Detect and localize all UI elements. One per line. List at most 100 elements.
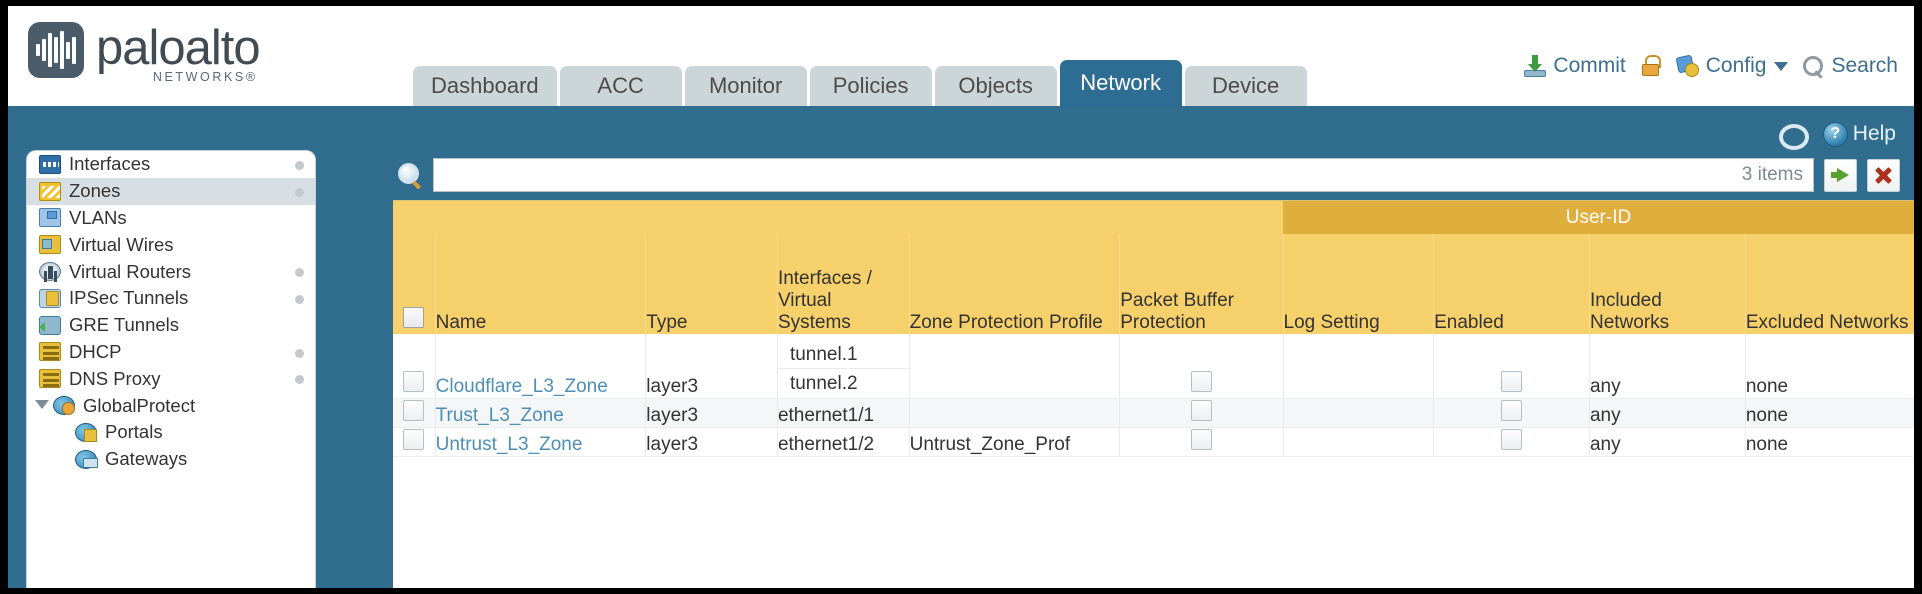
status-dot	[295, 294, 304, 304]
zone-link[interactable]: Untrust_L3_Zone	[435, 433, 583, 455]
tab-acc[interactable]: ACC	[559, 66, 682, 106]
item-count-label: 3 items	[1741, 164, 1803, 185]
cell-userid-enabled	[1433, 427, 1590, 457]
column-header-interfaces-virtual-systems[interactable]: Interfaces / Virtual Systems	[776, 234, 910, 334]
column-header-type[interactable]: Type	[645, 234, 778, 334]
main-nav-tabs: Dashboard ACC Monitor Policies Objects N…	[413, 60, 1307, 106]
sidebar-item-virtual-wires[interactable]: Virtual Wires	[27, 231, 315, 258]
column-header-log-setting[interactable]: Log Setting	[1282, 234, 1434, 334]
tab-monitor[interactable]: Monitor	[684, 66, 807, 106]
sidebar-item-gateways[interactable]: Gateways	[27, 446, 315, 473]
sidebar-item-dhcp[interactable]: DHCP	[27, 339, 315, 366]
help-button[interactable]: ? Help	[1822, 121, 1896, 147]
zones-table: User-ID Name Type Interfaces / Virtual S…	[393, 201, 1914, 457]
cell-log-setting	[1282, 398, 1434, 428]
app-window: paloalto NETWORKS® Dashboard ACC Monitor…	[8, 6, 1914, 588]
sidebar-item-label: Portals	[105, 421, 163, 443]
row-checkbox[interactable]	[403, 370, 424, 392]
column-header-name[interactable]: Name	[434, 234, 646, 334]
virtual-routers-icon	[39, 262, 61, 282]
tab-network[interactable]: Network	[1059, 60, 1182, 106]
config-menu-button[interactable]: Config	[1675, 54, 1789, 78]
virtual-wires-icon	[39, 235, 61, 255]
search-button[interactable]: Search	[1801, 54, 1898, 78]
zones-icon	[39, 181, 61, 201]
search-label: Search	[1831, 54, 1898, 77]
column-header-packet-buffer-protection[interactable]: Packet Buffer Protection	[1119, 234, 1283, 334]
column-header-zone-protection-profile[interactable]: Zone Protection Profile	[908, 234, 1120, 334]
config-lock-button[interactable]	[1639, 54, 1663, 78]
sidebar-item-vlans[interactable]: VLANs	[27, 205, 315, 232]
select-all-header	[393, 234, 436, 334]
userid-enabled-checkbox[interactable]	[1501, 399, 1523, 421]
cell-excluded-networks: none	[1744, 398, 1914, 428]
status-dot	[295, 375, 304, 385]
table-header-row: Name Type Interfaces / Virtual Systems Z…	[393, 234, 1914, 334]
userid-enabled-checkbox[interactable]	[1501, 428, 1523, 450]
cell-log-setting	[1282, 334, 1434, 399]
gateways-icon	[75, 449, 98, 469]
row-checkbox[interactable]	[403, 428, 424, 450]
status-dot	[295, 268, 304, 278]
dns-proxy-icon	[39, 369, 61, 389]
refresh-icon[interactable]	[1777, 121, 1809, 150]
sidebar-item-globalprotect[interactable]: GlobalProtect	[27, 392, 315, 419]
group-header-spacer	[393, 201, 1283, 234]
cell-type: layer3	[645, 398, 778, 428]
collapse-triangle-icon[interactable]	[35, 400, 49, 410]
zone-link[interactable]: Trust_L3_Zone	[435, 404, 564, 426]
sidebar: Interfaces Zones VLANs Virtual Wires Vir…	[26, 150, 316, 588]
sidebar-item-label: Zones	[69, 180, 121, 202]
cell-included-networks: any	[1588, 334, 1746, 399]
sidebar-item-label: Virtual Routers	[69, 260, 192, 282]
select-all-checkbox[interactable]	[403, 307, 424, 328]
table-row[interactable]: Trust_L3_Zone layer3 ethernet1/1 any	[393, 398, 1914, 428]
sidebar-item-dns-proxy[interactable]: DNS Proxy	[27, 365, 315, 392]
help-label: Help	[1852, 122, 1896, 145]
dhcp-icon	[39, 342, 61, 362]
cell-name: Cloudflare_L3_Zone	[434, 334, 646, 399]
packet-buffer-protection-checkbox[interactable]	[1190, 399, 1212, 421]
globalprotect-icon	[53, 396, 75, 416]
clear-filter-x-icon	[1874, 166, 1893, 185]
brand-name: paloalto	[96, 21, 261, 75]
packet-buffer-protection-checkbox[interactable]	[1190, 370, 1212, 392]
sidebar-item-zones[interactable]: Zones	[27, 177, 315, 205]
tab-device[interactable]: Device	[1184, 66, 1307, 106]
zone-link[interactable]: Cloudflare_L3_Zone	[435, 375, 608, 397]
packet-buffer-protection-checkbox[interactable]	[1190, 428, 1212, 450]
zones-table-container: User-ID Name Type Interfaces / Virtual S…	[393, 200, 1914, 588]
interface-list: tunnel.1 tunnel.2	[777, 340, 909, 398]
sidebar-item-gre-tunnels[interactable]: GRE Tunnels	[27, 312, 315, 339]
sidebar-item-interfaces[interactable]: Interfaces	[27, 151, 315, 178]
search-input[interactable]: 3 items	[433, 158, 1814, 192]
sidebar-item-virtual-routers[interactable]: Virtual Routers	[27, 258, 315, 285]
column-header-excluded-networks[interactable]: Excluded Networks	[1744, 234, 1914, 334]
status-dot	[295, 187, 304, 197]
clear-filter-button[interactable]	[1867, 158, 1900, 192]
column-header-included-networks[interactable]: Included Networks	[1588, 234, 1746, 334]
row-select-cell	[393, 427, 436, 457]
sidebar-item-label: Gateways	[105, 448, 188, 470]
apply-filter-button[interactable]	[1824, 158, 1857, 192]
sidebar-item-portals[interactable]: Portals	[27, 419, 315, 446]
row-select-cell	[393, 398, 436, 428]
userid-enabled-checkbox[interactable]	[1501, 370, 1523, 392]
tab-dashboard[interactable]: Dashboard	[413, 66, 557, 106]
group-header-userid: User-ID	[1283, 201, 1914, 234]
column-header-enabled[interactable]: Enabled	[1433, 234, 1590, 334]
question-mark-icon: ?	[1822, 121, 1848, 147]
sidebar-item-ipsec-tunnels[interactable]: IPSec Tunnels	[27, 285, 315, 312]
row-checkbox[interactable]	[403, 399, 424, 421]
commit-button[interactable]: Commit	[1523, 54, 1626, 78]
padlock-icon	[1639, 54, 1663, 78]
top-bar: paloalto NETWORKS® Dashboard ACC Monitor…	[8, 6, 1914, 106]
tab-policies[interactable]: Policies	[809, 66, 932, 106]
help-strip: ? Help	[1777, 112, 1896, 156]
table-row[interactable]: Cloudflare_L3_Zone layer3 tunnel.1 tunne…	[393, 334, 1914, 399]
table-row[interactable]: Untrust_L3_Zone layer3 ethernet1/2 Untru…	[393, 427, 1914, 457]
tab-objects[interactable]: Objects	[934, 66, 1057, 106]
commit-icon	[1523, 54, 1547, 78]
cell-packet-buffer-protection	[1119, 334, 1283, 399]
